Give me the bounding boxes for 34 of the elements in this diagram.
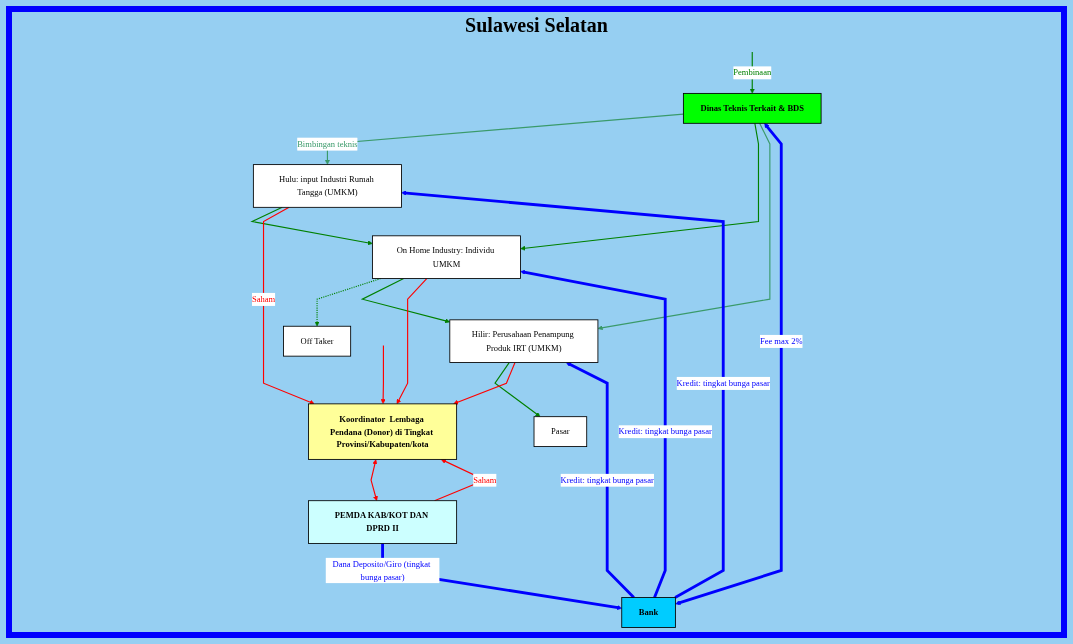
edge-label: Saham — [473, 475, 497, 485]
arrow — [453, 362, 516, 405]
arrow — [675, 123, 783, 605]
edge-label: Fee max 2% — [759, 336, 803, 346]
arrow — [380, 344, 386, 405]
arrow — [494, 362, 541, 417]
arrow — [401, 190, 725, 599]
node-box: Pasar — [533, 416, 588, 447]
node-box: Off Taker — [283, 325, 352, 357]
arrow — [324, 113, 684, 165]
node-box: Dinas Teknis Terkait & BDS — [682, 92, 822, 124]
arrow — [262, 206, 315, 405]
node-box: On Home Industry: Individu UMKM — [372, 235, 521, 279]
edge-label: Kredit: tingkat bunga pasar — [618, 426, 712, 437]
edge-label: Bimbingan teknis — [297, 139, 358, 149]
node-box: Hilir: Perusahaan Penampung Produk IRT (UMKM) — [449, 319, 599, 363]
node-box: Bank — [621, 597, 676, 628]
edge-label: Kredit: tingkat bunga pasar — [560, 475, 654, 485]
edge-label: Kredit: tingkat bunga pasar — [676, 378, 770, 388]
node-box: Hulu: input Industri Rumah Tangga (UMKM) — [252, 164, 402, 208]
arrow — [360, 277, 451, 324]
arrow — [250, 206, 373, 246]
arrow — [520, 269, 667, 599]
edge-label: Saham — [251, 294, 276, 304]
edge-label: Pembinaan — [733, 68, 772, 78]
diagram-title: Sulawesi Selatan — [464, 14, 609, 37]
node-box: Koordinator Lembaga Pendana (Donor) di Tingkat Provinsi/Kabupaten/kota — [308, 403, 458, 460]
arrow — [566, 362, 635, 599]
edge-label: Dana Deposito/Giro (tingkat bunga pasar) — [332, 559, 431, 582]
arrow — [597, 122, 771, 331]
arrow — [520, 122, 760, 251]
arrow — [396, 277, 428, 405]
arrow — [370, 459, 378, 501]
node-box: PEMDA KAB/KOT DAN DPRD II — [308, 500, 458, 544]
